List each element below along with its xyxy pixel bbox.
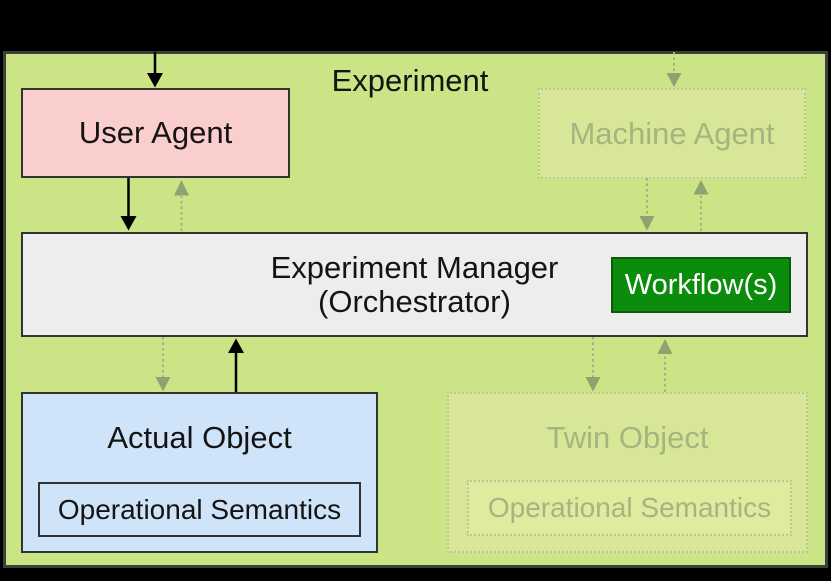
actual-operational-semantics-label: Operational Semantics bbox=[57, 493, 342, 525]
machine-agent-label: Machine Agent bbox=[569, 115, 775, 151]
node-experiment-manager: Experiment Manager (Orchestrator) bbox=[21, 232, 808, 337]
node-user-agent: User Agent bbox=[21, 88, 290, 178]
node-twin-object: Twin Object Operational Semantics bbox=[447, 392, 808, 553]
experiment-manager-label-line1: Experiment Manager bbox=[270, 249, 559, 285]
node-actual-object: Actual Object Operational Semantics bbox=[21, 392, 378, 553]
workflow-label: Workflow(s) bbox=[624, 268, 778, 301]
actual-object-label: Actual Object bbox=[107, 420, 292, 455]
user-agent-label: User Agent bbox=[78, 115, 233, 150]
experiment-manager-label-line2: (Orchestrator) bbox=[318, 283, 511, 319]
twin-operational-semantics: Operational Semantics bbox=[467, 480, 792, 536]
node-workflow: Workflow(s) bbox=[611, 257, 791, 313]
diagram-title: Experiment bbox=[331, 63, 489, 98]
twin-operational-semantics-label: Operational Semantics bbox=[487, 492, 772, 523]
twin-object-label: Twin Object bbox=[546, 420, 709, 455]
node-machine-agent: Machine Agent bbox=[538, 88, 806, 179]
actual-operational-semantics: Operational Semantics bbox=[38, 482, 361, 537]
